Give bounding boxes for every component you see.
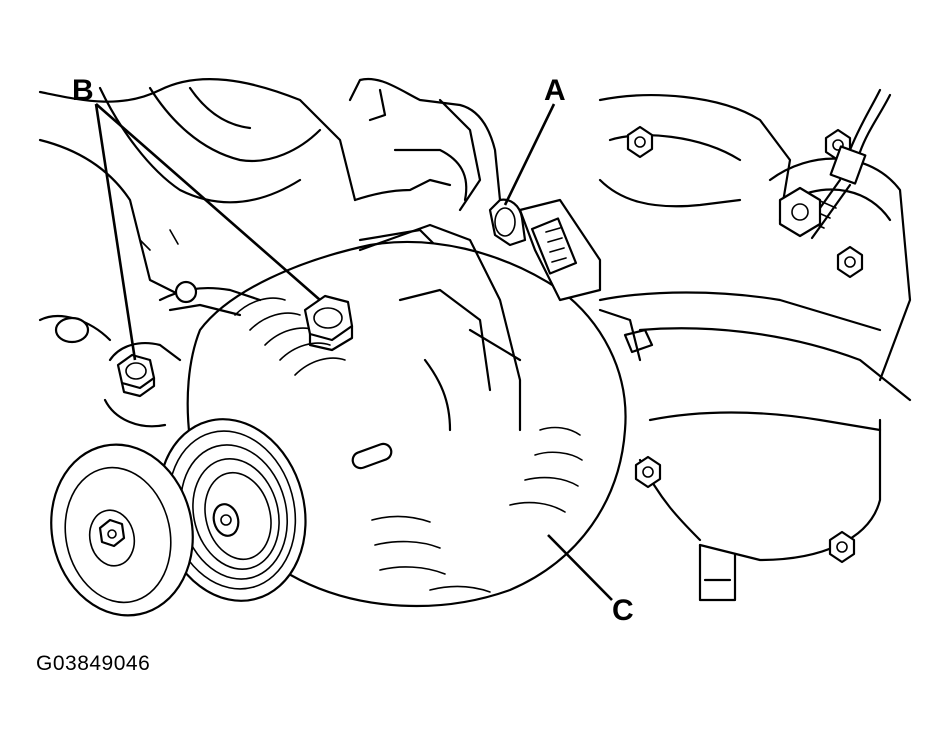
alternator-connector	[518, 198, 602, 302]
manifold-bolt	[828, 530, 856, 564]
alternator-pulley	[157, 418, 307, 602]
leader-c	[547, 534, 613, 601]
bolt-a	[488, 198, 527, 247]
callout-c-label: C	[612, 594, 634, 627]
manifold-bolt	[634, 455, 662, 489]
exhaust-manifold	[598, 94, 912, 602]
callout-b-label: B	[72, 74, 94, 107]
leader-b-lower	[94, 103, 137, 361]
idler-pulley	[50, 443, 194, 617]
callout-a-label: A	[544, 74, 566, 107]
bolt-b-upper	[303, 294, 354, 352]
oxygen-sensor	[778, 88, 892, 240]
engine-upper-bracket	[348, 77, 502, 252]
leader-a	[503, 103, 556, 206]
callout-leaders	[94, 103, 613, 601]
terminal-stud	[598, 308, 654, 362]
alternator-bracket	[103, 280, 262, 428]
manifold-bolt	[626, 125, 654, 159]
manifold-bolt	[836, 245, 864, 279]
bolt-b-lower	[116, 353, 156, 398]
figure-id: G03849046	[36, 652, 151, 675]
leader-b-upper	[95, 103, 321, 301]
